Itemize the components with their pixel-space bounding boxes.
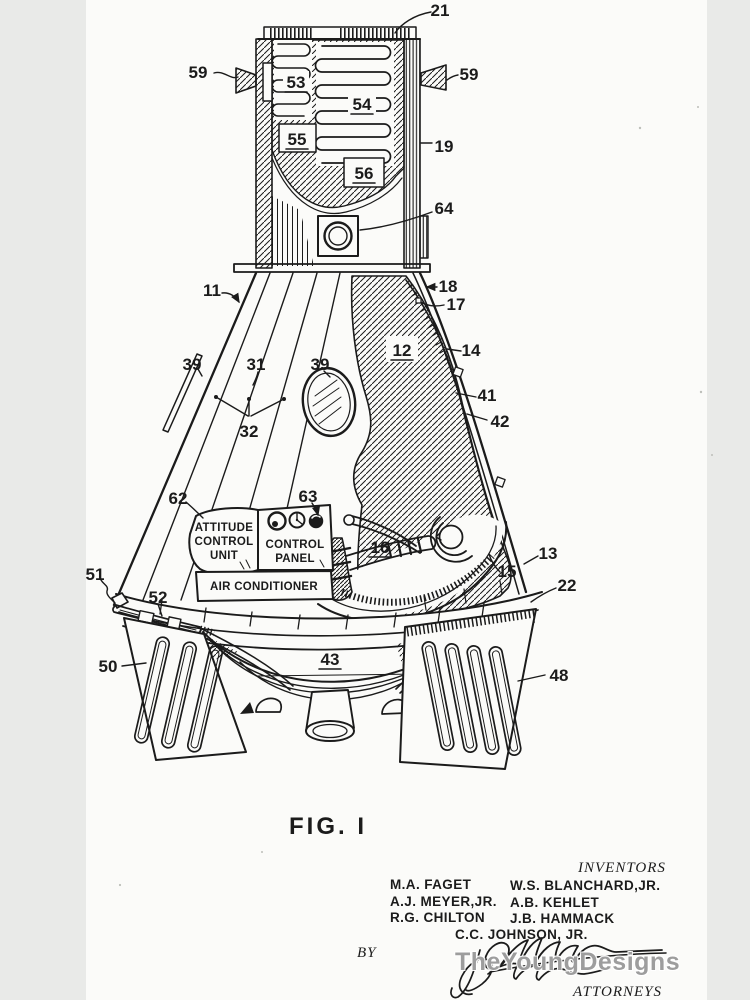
ref-17: 17 [447,295,466,314]
label-box-56 [343,157,385,188]
astronaut-face [435,532,442,541]
observation-window [301,366,357,438]
ref-12: 12 [393,341,412,360]
by-label: BY [357,945,377,961]
ref-39-left: 39 [183,355,202,374]
ref-16: 16 [371,538,390,557]
couch-comb [340,553,495,606]
recovery-compartment [233,26,447,273]
attorneys-label: ATTORNEYS [572,984,662,1000]
inventor-name: M.A. FAGET [390,877,472,892]
couch-inner [329,525,497,612]
headrest [429,516,473,563]
torso-straps [386,537,423,559]
wall-clamp [452,366,506,488]
ref-54: 54 [353,95,372,114]
inventor-name: J.B. HAMMACK [510,911,615,926]
ref-13: 13 [539,544,558,563]
ref-19: 19 [435,137,454,156]
astronaut-arm [351,515,421,554]
ref-55: 55 [288,130,307,149]
watermark-text: TheYoungDesigns [455,948,681,976]
ref-31: 31 [247,355,266,374]
wall-slot [262,62,273,102]
ref-52: 52 [149,588,168,607]
gauge-icon [267,511,287,531]
band-top-edge [115,591,543,620]
inventors-heading: INVENTORS [577,860,666,876]
air-conditioner-label: AIR CONDITIONER [210,581,318,593]
attitude-control-unit-label-1: ATTITUDE [195,522,253,534]
periscope-lens-outer [323,221,353,251]
retro-rocket-nozzle [305,689,355,742]
ref-14: 14 [462,341,481,360]
control-panel-label-2: PANEL [275,553,315,565]
ref-51: 51 [86,565,105,584]
bracket-32 [214,395,286,417]
astronaut-torso [345,535,437,571]
ref-59-right: 59 [460,65,479,84]
leader-lines [100,11,557,682]
compartment-inner-stripes [272,196,314,266]
hull-clip [415,297,422,304]
retro-panel-left [123,617,247,761]
ref-62: 62 [169,489,188,508]
ref-50: 50 [99,657,118,676]
ref-63: 63 [299,487,318,506]
ref-32: 32 [240,422,259,441]
inventor-name: R.G. CHILTON [390,910,485,925]
equipment-boxes [188,504,334,602]
ref-21: 21 [431,1,450,20]
label-box-55 [278,123,317,153]
ref-64: 64 [435,199,454,218]
ref-18: 18 [439,277,458,296]
inventor-name: A.B. KEHLET [510,895,600,910]
band-segment-ticks [159,599,485,630]
edge-strip [162,353,203,433]
inventor-name: A.J. MEYER,JR. [390,894,497,909]
control-panel-label-1: CONTROL [266,539,325,551]
cone-inner-wall [412,272,520,595]
ref-15: 15 [498,562,517,581]
horn-antenna-left [235,67,257,94]
compartment-right-wall [403,38,421,269]
ref-41: 41 [478,386,497,405]
reference-numerals: 21 59 59 53 54 55 56 19 64 11 18 17 12 1… [86,1,577,685]
astronaut-couch [317,514,508,622]
pressure-hull-curve [405,279,499,537]
numeral-underlines [284,91,414,670]
astronaut-head [438,524,464,550]
ref-22: 22 [558,576,577,595]
horn-antenna-right [420,64,447,91]
cone-outer-wall [418,271,528,594]
gauge-icon [288,511,306,529]
inventor-name-center: C.C. JOHNSON, JR. [455,927,588,942]
ref-43: 43 [321,650,340,669]
attorney-signature [450,937,667,999]
cone-left-edge [112,271,258,607]
air-conditioner-box [195,570,334,602]
retro-panel-right [399,608,537,770]
ref-39-window: 39 [311,355,330,374]
signature-block: INVENTORS M.A. FAGET A.J. MEYER,JR. R.G.… [357,860,667,1000]
ref-56: 56 [355,164,374,183]
scan-speckles [118,106,713,887]
attitude-control-unit-label-3: UNIT [210,550,238,562]
attitude-control-unit-label-2: CONTROL [195,536,254,548]
astronaut-hand [343,514,355,526]
ref-42: 42 [491,412,510,431]
inventor-name: W.S. BLANCHARD,JR. [510,878,660,893]
side-tab [419,215,429,259]
figure-caption: FIG. I [289,813,367,840]
periscope-lens-inner [328,226,348,246]
ref-59-left: 59 [189,63,208,82]
ref-48: 48 [550,666,569,685]
ref-53: 53 [287,73,306,92]
control-panel-gauges [267,511,324,531]
ref-11: 11 [203,281,221,300]
cone-longeron-1 [142,272,271,601]
afterbody-and-heatshield [111,580,543,770]
